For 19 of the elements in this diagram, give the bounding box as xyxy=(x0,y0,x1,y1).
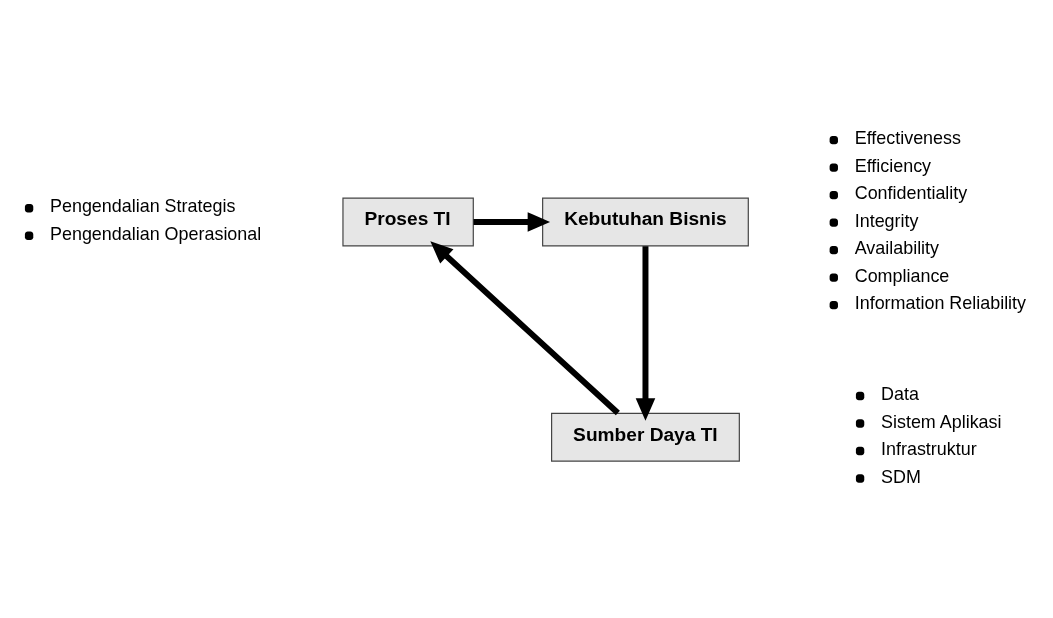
node-label: Efficiency xyxy=(854,155,932,176)
node-box: Kebutuhan Bisnis xyxy=(542,197,749,247)
node-label: Availability xyxy=(854,238,940,259)
node-label: Infrastruktur xyxy=(881,439,977,460)
node-box: Sumber Daya TI xyxy=(551,412,740,462)
arrow xyxy=(473,212,551,232)
node-label: Data xyxy=(881,384,919,405)
node-label: SDM xyxy=(881,466,921,487)
node-label: Sistem Aplikasi xyxy=(881,411,1002,432)
node-label: Information Reliability xyxy=(854,293,1027,314)
node-box: Proses TI xyxy=(342,197,474,247)
node-label: Pengendalian Strategis xyxy=(50,196,236,217)
node-label: Effectiveness xyxy=(854,128,961,149)
node-label: Confidentiality xyxy=(854,183,968,204)
arrow xyxy=(635,246,656,421)
node-label: Pengendalian Operasional xyxy=(50,223,262,244)
node-label: Integrity xyxy=(854,210,919,231)
node-label: Compliance xyxy=(854,265,950,286)
arrow xyxy=(430,241,620,416)
